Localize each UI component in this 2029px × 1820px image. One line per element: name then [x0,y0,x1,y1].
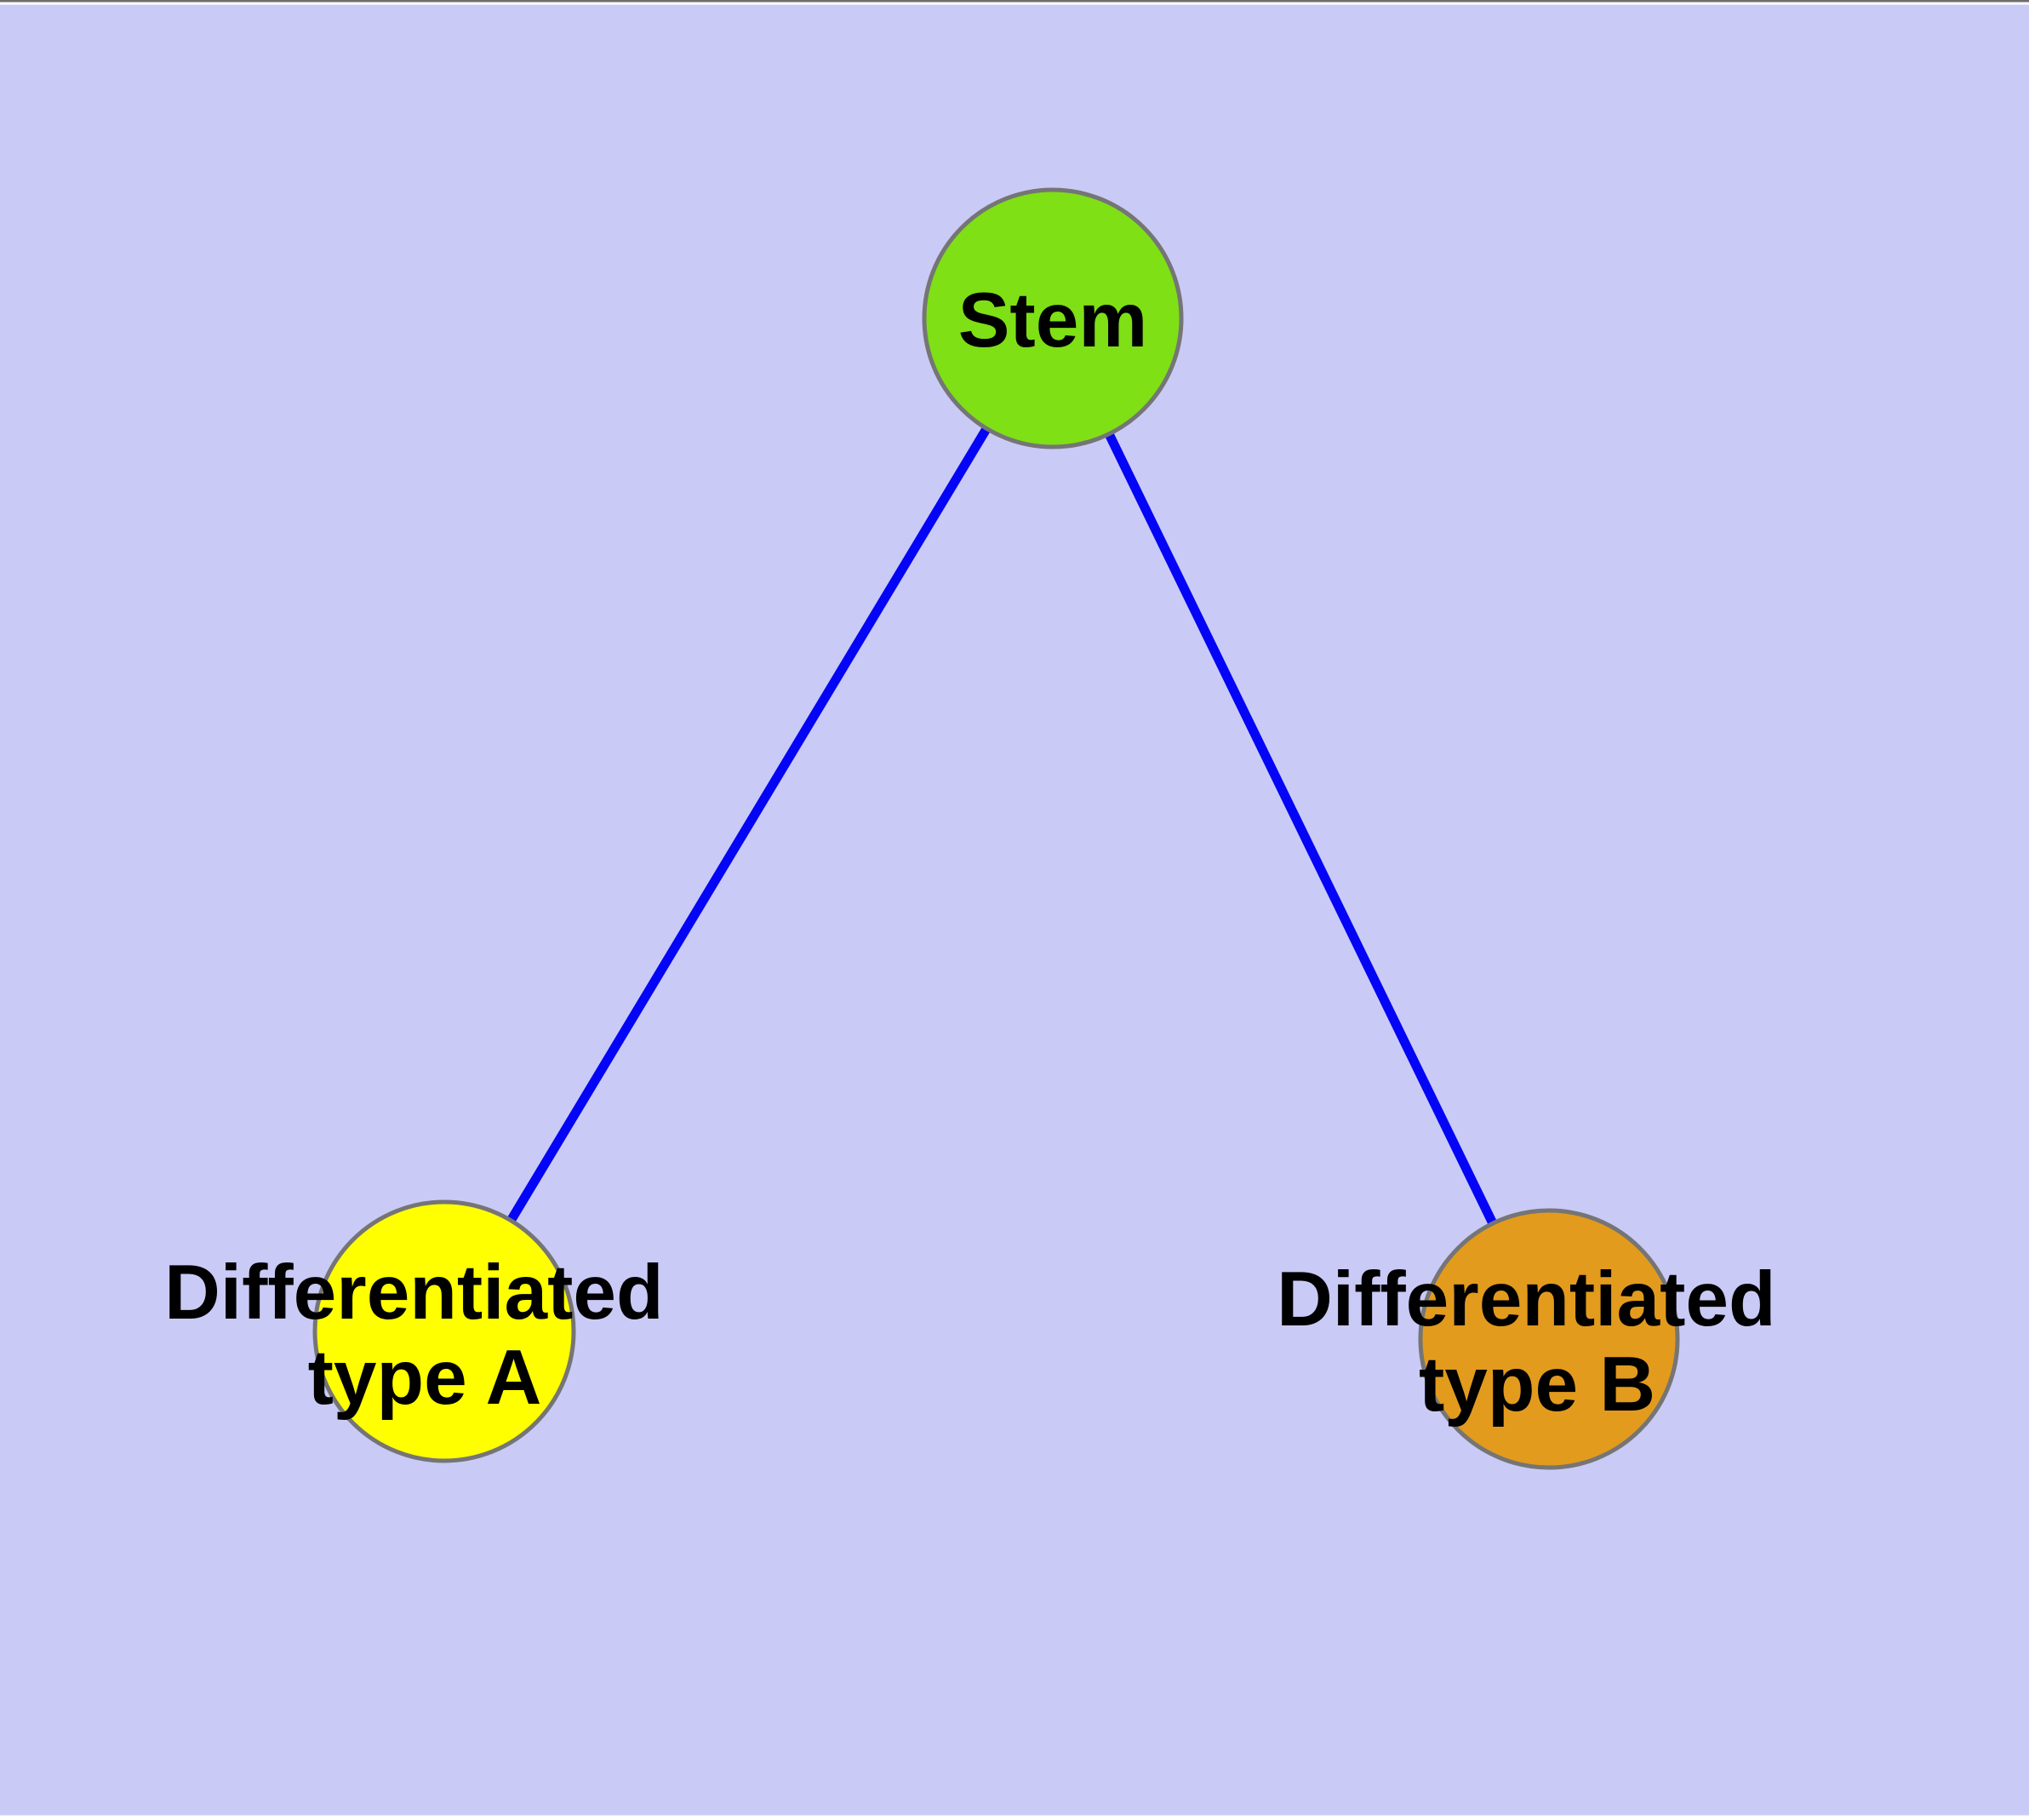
edge-stem-to-type-b [1049,316,1553,1342]
node-differentiated-type-b-circle[interactable] [1418,1208,1680,1470]
edge-stem-to-type-a [440,316,1057,1334]
node-differentiated-type-b: Differentiated type B [1277,1208,1798,1470]
node-differentiated-type-a-label-line2: type A [308,1335,542,1421]
node-differentiated-type-a-label: Differentiated type A [164,1250,685,1421]
page-top-edge-line [0,0,2029,3]
node-differentiated-type-a: Differentiated type A [164,1199,685,1463]
node-differentiated-type-b-label: Differentiated type B [1277,1256,1798,1428]
node-differentiated-type-b-label-line2: type B [1419,1342,1655,1428]
node-differentiated-type-b-label-line1: Differentiated [1277,1256,1776,1342]
edges [440,316,1553,1342]
node-differentiated-type-a-circle[interactable] [312,1199,576,1463]
node-stem-circle[interactable] [922,187,1184,449]
node-stem-label: Stem [958,278,1148,363]
node-stem: Stem [922,187,1184,449]
node-differentiated-type-a-label-line1: Differentiated [164,1250,664,1336]
